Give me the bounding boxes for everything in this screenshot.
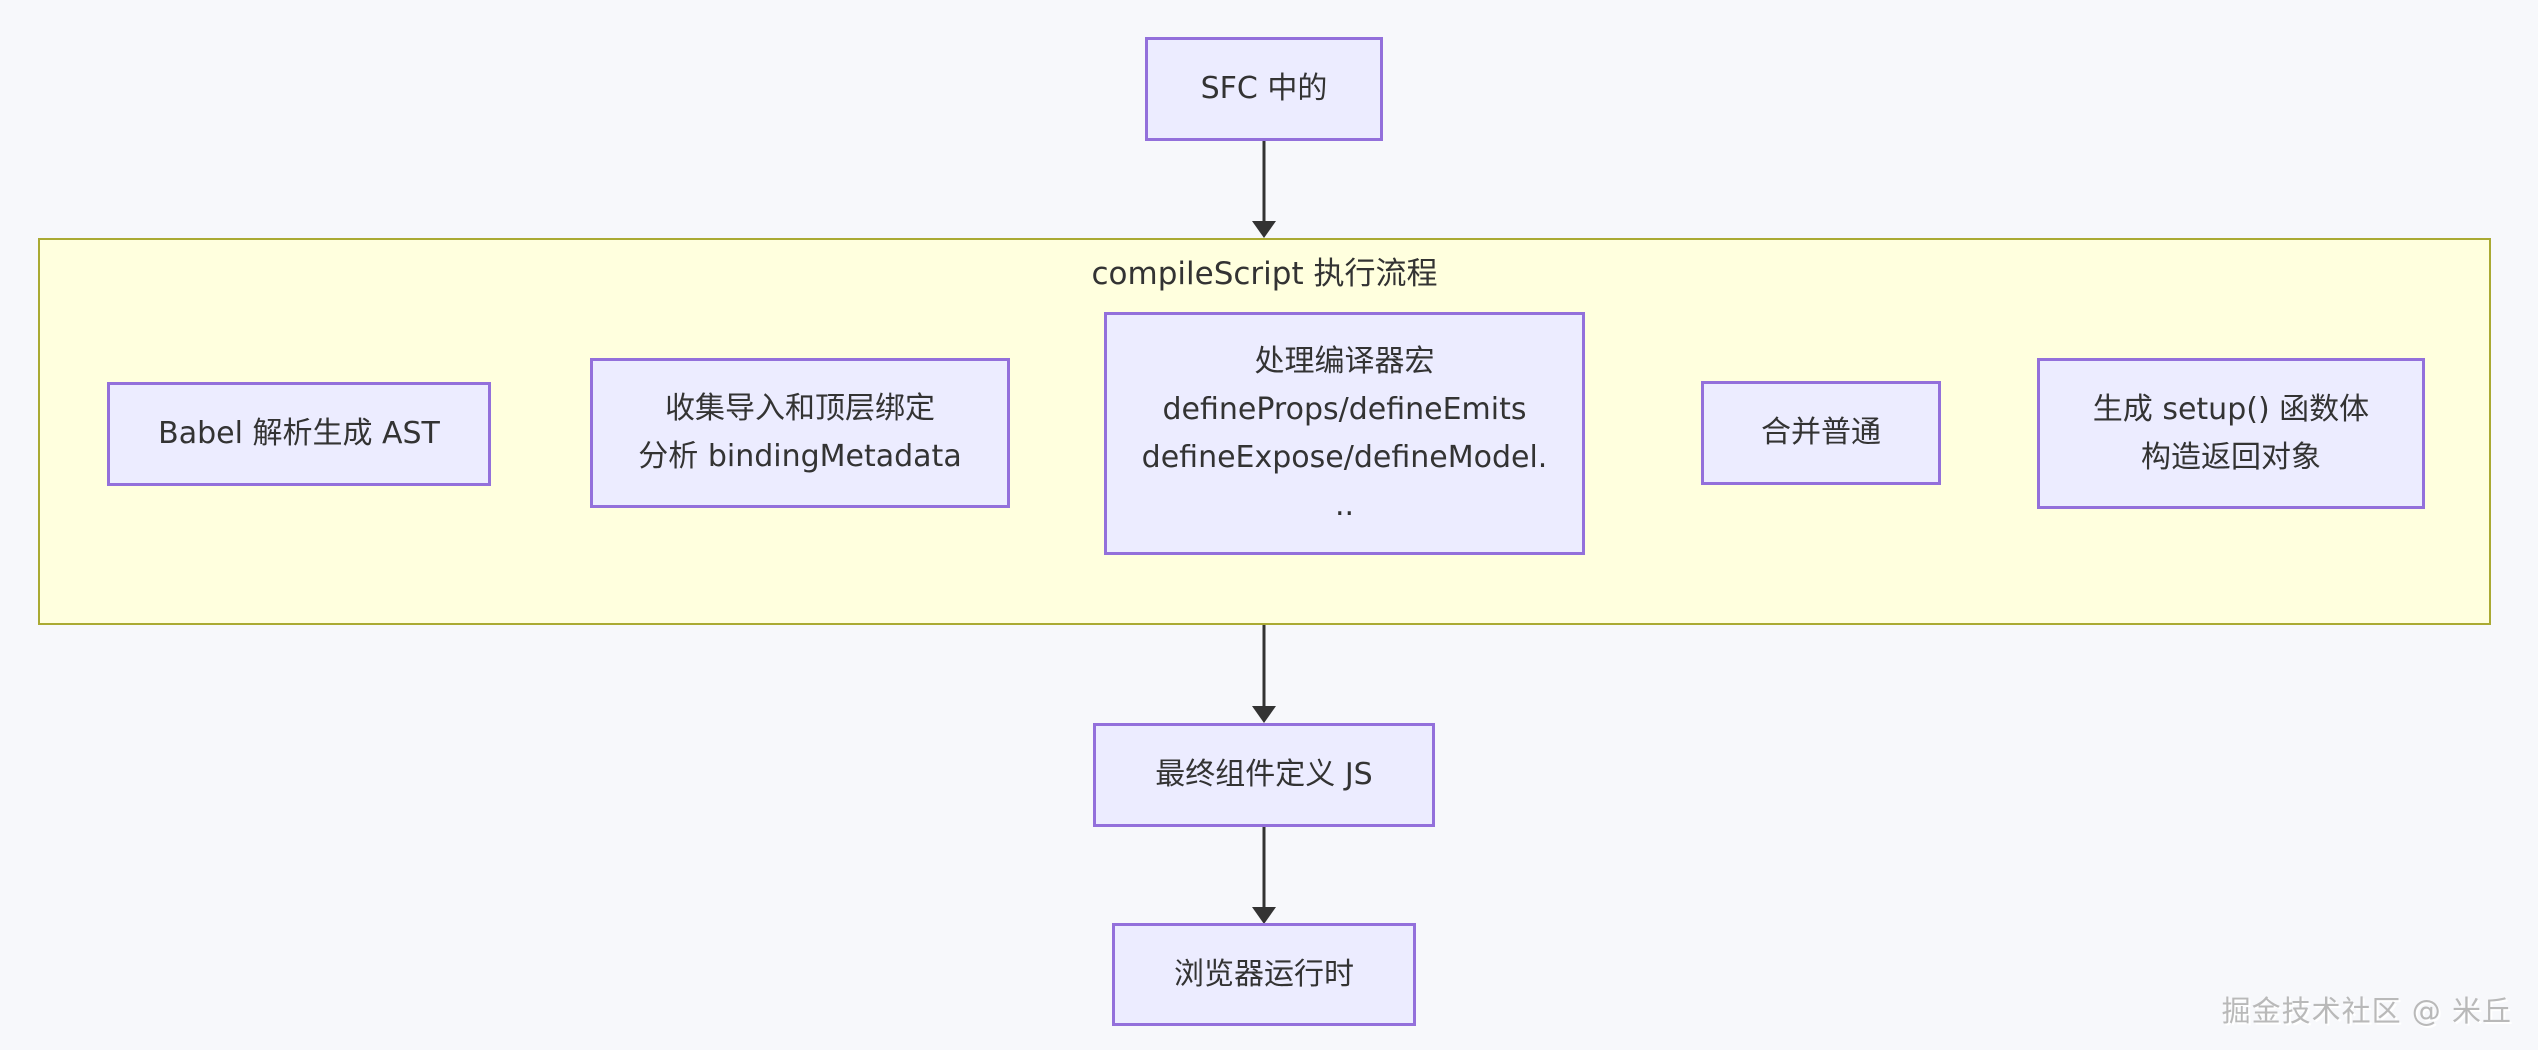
arrow-head-icon <box>1252 221 1276 238</box>
arrow-shaft <box>1262 141 1266 226</box>
node-label: 最终组件定义 JS <box>1155 757 1373 792</box>
subgraph-title: compileScript 执行流程 <box>1091 256 1438 292</box>
step-label: defineProps/defineEmits <box>1162 391 1527 427</box>
node-label: SFC 中的 <box>1200 71 1328 106</box>
step-label: .. <box>1334 487 1355 523</box>
step-label: defineExpose/defineModel. <box>1141 439 1548 475</box>
step-label: 收集导入和顶层绑定 <box>665 391 935 426</box>
step-merge-normal: 合并普通 <box>1701 381 1941 485</box>
arrow-sfc-to-compilescript <box>1252 141 1276 238</box>
node-final-component-js: 最终组件定义 JS <box>1093 723 1435 827</box>
arrow-finaljs-to-browser <box>1252 827 1276 924</box>
arrow-compilescript-to-finaljs <box>1252 625 1276 723</box>
node-label: 浏览器运行时 <box>1174 956 1354 992</box>
step-label: 处理编译器宏 <box>1254 343 1435 379</box>
step-label: 合并普通 <box>1761 415 1881 450</box>
node-browser-runtime: 浏览器运行时 <box>1112 923 1416 1026</box>
subgraph-compilescript-flow: compileScript 执行流程 Babel 解析生成 AST 收集导入和顶… <box>38 238 2491 625</box>
arrow-head-icon <box>1252 907 1276 924</box>
arrow-head-icon <box>1252 706 1276 723</box>
step-label: Babel 解析生成 AST <box>158 416 440 451</box>
step-generate-setup-body: 生成 setup() 函数体 构造返回对象 <box>2037 358 2425 509</box>
watermark-juejin-author: 掘金技术社区 @ 米丘 <box>2221 994 2512 1028</box>
step-label: 分析 bindingMetadata <box>638 439 962 474</box>
arrow-shaft <box>1262 827 1266 912</box>
step-label: 生成 setup() 函数体 <box>2092 391 2370 427</box>
step-babel-parse-ast: Babel 解析生成 AST <box>107 382 491 486</box>
node-sfc-script: SFC 中的 <box>1145 37 1383 141</box>
arrow-shaft <box>1262 625 1266 711</box>
step-label: 构造返回对象 <box>2141 439 2321 475</box>
step-collect-imports-bindings: 收集导入和顶层绑定 分析 bindingMetadata <box>590 358 1010 508</box>
step-compiler-macros: 处理编译器宏 defineProps/defineEmits defineExp… <box>1104 312 1585 555</box>
